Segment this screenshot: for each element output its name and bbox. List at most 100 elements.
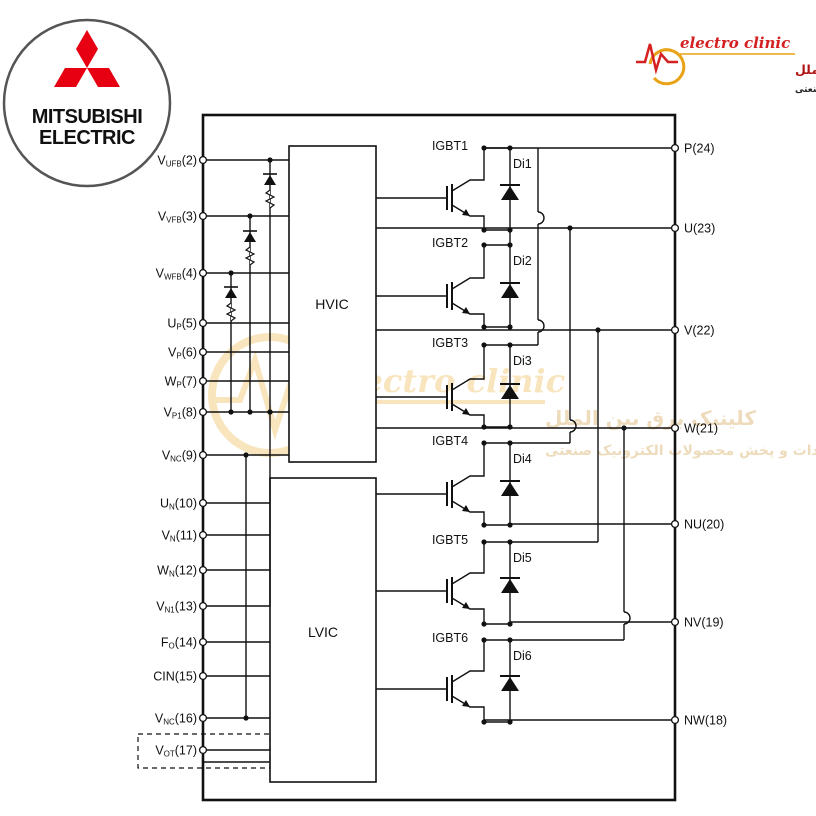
left-pin-label: VNC(16) (155, 712, 197, 727)
junction-dot (481, 440, 487, 446)
pin-main: W (157, 564, 169, 578)
right-pin-label: P(24) (684, 142, 715, 156)
right-pin-label: NW(18) (684, 714, 727, 728)
pin-terminal (670, 423, 680, 433)
electro-clinic-badge: electro clinic کلینیک برق بیر.الملل وارد… (625, 26, 816, 100)
left-pin-label: CIN(15) (153, 670, 197, 684)
left-pin-11: VN(11) (162, 529, 208, 544)
pin-number: (6) (182, 346, 197, 360)
pin-main: V (162, 529, 171, 543)
pin-number: (2) (182, 154, 197, 168)
pin-main: V (168, 346, 177, 360)
left-pin-label: FO(14) (161, 636, 197, 651)
left-pin-4: VWFB(4) (156, 267, 208, 282)
left-pin-label: VP1(8) (164, 406, 197, 421)
left-pin-5: UP(5) (167, 317, 208, 332)
pin-subscript: NC (170, 455, 182, 464)
pin-number: (9) (182, 449, 197, 463)
left-pin-label: VNC(9) (162, 449, 197, 464)
bootstrap-diode-3-icon (224, 286, 238, 322)
igbt-label: IGBT6 (432, 631, 468, 645)
freewheel-diode-icon (500, 282, 520, 298)
pin-subscript: WFB (164, 273, 182, 282)
diode-label: Di6 (513, 649, 532, 663)
three-diamonds-icon (54, 30, 120, 87)
pin-main: V (164, 406, 173, 420)
pin-main: W (165, 375, 177, 389)
pin-terminal (198, 155, 208, 165)
pin-subscript: UFB (166, 160, 182, 169)
pin-terminal (670, 519, 680, 529)
left-pin-17: VOT(17) (155, 744, 208, 759)
right-pin-4: NU(20) (670, 518, 724, 532)
right-pin-label: NV(19) (684, 616, 724, 630)
pin-number: (7) (182, 375, 197, 389)
diode-label: Di4 (513, 452, 532, 466)
bootstrap-network (203, 157, 289, 763)
pin-main: U (160, 497, 169, 511)
right-pin-5: NV(19) (670, 616, 724, 630)
pin-subscript: P (176, 381, 181, 390)
igbt-icon (445, 443, 485, 525)
pin-terminal (670, 617, 680, 627)
pin-subscript: VFB (166, 216, 182, 225)
right-pin-1: U(23) (670, 222, 715, 236)
pin-terminal (198, 211, 208, 221)
pin-subscript: P (176, 323, 181, 332)
igbt-label: IGBT1 (432, 139, 468, 153)
wire-crossover (569, 419, 577, 433)
mitsubishi-electric-logo: MITSUBISHI ELECTRIC (2, 18, 172, 188)
pin-main: V (162, 449, 171, 463)
pin-subscript: N (169, 570, 175, 579)
pin-terminal (198, 745, 208, 755)
left-pin-label: WP(7) (165, 375, 197, 390)
pin-number: (13) (175, 600, 197, 614)
left-pin-6: VP(6) (168, 346, 208, 361)
wire-crossover (623, 611, 631, 625)
left-pin-12: WN(12) (157, 564, 208, 579)
pin-main: V (155, 744, 164, 758)
left-pin-label: UP(5) (167, 317, 197, 332)
pin-number: (5) (182, 317, 197, 331)
right-pin-label: NU(20) (684, 518, 724, 532)
hvic-label: HVIC (315, 296, 348, 312)
right-pin-label: V(22) (684, 324, 715, 338)
bootstrap-diode-2-icon (243, 230, 257, 266)
pin-number: (8) (182, 406, 197, 420)
pin-subscript: NC (163, 718, 175, 727)
left-pin-label: VP(6) (168, 346, 197, 361)
junction-dot (481, 637, 487, 643)
pin-terminal (198, 713, 208, 723)
junction-dot (481, 621, 487, 627)
pin-terminal (670, 143, 680, 153)
left-pin-10: UN(10) (160, 497, 208, 512)
left-pin-9: VNC(9) (162, 449, 208, 464)
wire-crossover (537, 211, 545, 225)
pin-terminal (198, 407, 208, 417)
logo-text-line1: MITSUBISHI (32, 106, 143, 128)
pin-subscript: N1 (165, 606, 176, 615)
diode-label: Di5 (513, 551, 532, 565)
pin-terminal (670, 715, 680, 725)
pin-main: F (161, 636, 169, 650)
igbt-icon (445, 148, 485, 230)
left-pin-16: VNC(16) (155, 712, 208, 727)
vot-optional-box (137, 733, 271, 769)
badge-persian-line2: واردات وبخش محصولات الکترونیک صنعتی (795, 85, 816, 95)
pin-number: (17) (175, 744, 197, 758)
igbt-label: IGBT4 (432, 434, 468, 448)
pin-number: (11) (176, 529, 197, 543)
junction-dot (481, 539, 487, 545)
pin-terminal (670, 223, 680, 233)
watermark-persian-line1: کلینیک برق بین الملل (545, 406, 756, 430)
pin-main: V (155, 712, 164, 726)
pin-terminal (198, 637, 208, 647)
left-pin-label: VVFB(3) (158, 210, 197, 225)
igbt-icon (445, 542, 485, 624)
right-pin-label: U(23) (684, 222, 715, 236)
right-pin-label: W(21) (684, 422, 718, 436)
junction-dot (481, 324, 487, 330)
